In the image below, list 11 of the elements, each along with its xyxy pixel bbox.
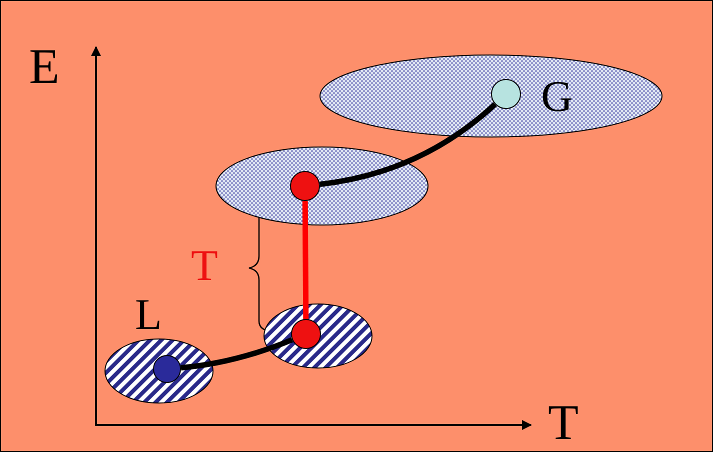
region-ellipse	[319, 54, 663, 138]
point-label: L	[135, 293, 162, 337]
point-label: G	[541, 75, 573, 119]
region-ellipse	[263, 303, 373, 369]
region-ellipse	[215, 146, 429, 226]
bracket-label: T	[191, 244, 218, 288]
axis-label: T	[548, 397, 579, 447]
axis-label: E	[29, 41, 60, 91]
region-ellipse	[104, 338, 214, 404]
connector-line	[180, 337, 294, 371]
connector-line	[302, 200, 309, 320]
